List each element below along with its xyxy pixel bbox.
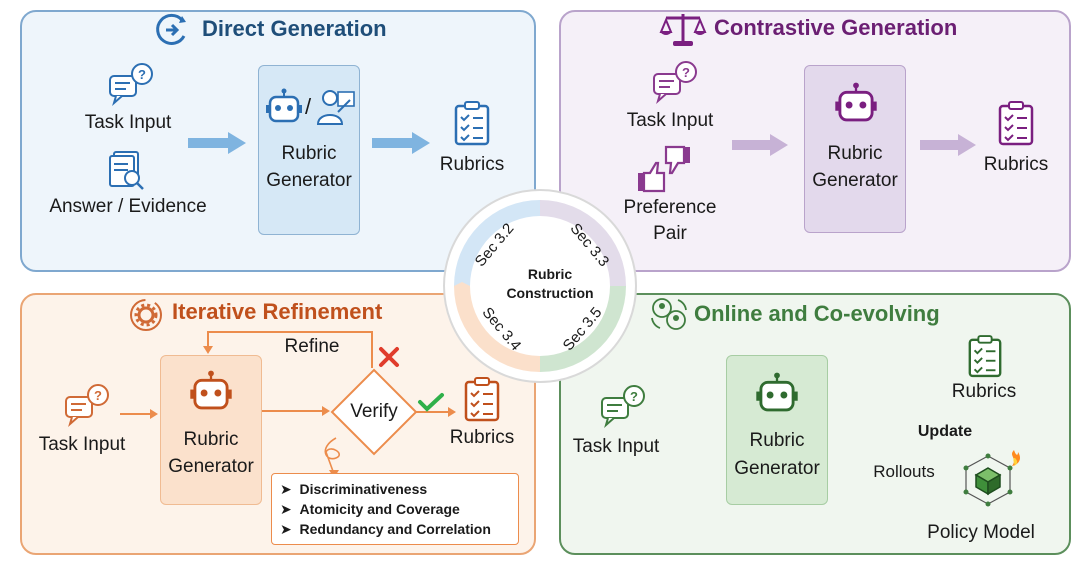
direct-task-input-label: Task Input [84,112,172,133]
policy-model-cube-icon [963,450,1020,507]
slash-separator: / [304,94,312,119]
arrow-right-icon [920,134,976,156]
arrow-right-icon [372,132,430,154]
online-coevolving-title: Online and Co-evolving [694,301,940,326]
thumbs-up-down-icon [638,145,690,193]
online-rubrics-label: Rubrics [951,381,1017,402]
question-chat-icon: ? [109,63,153,106]
clipboard-checklist-icon [464,377,500,422]
contrastive-generator-label-2: Generator [812,170,898,191]
iterative-generator-label-2: Generator [168,456,254,477]
clipboard-checklist-icon [968,335,1002,378]
iterative-rubrics-label: Rubrics [449,427,515,448]
criteria-item: ➤ Redundancy and Correlation [280,521,491,537]
verify-label: Verify [350,401,398,422]
svg-text:?: ? [138,67,146,82]
people-cycle-icon [651,298,687,330]
criteria-item: ➤ Discriminativeness [280,481,428,497]
rubric-construction-ring: Sec 3.2 Sec 3.3 Sec 3.4 Sec 3.5 Rubric C… [443,189,637,383]
update-label: Update [917,423,973,440]
arrow-right-icon [188,132,246,154]
criteria-item: ➤ Atomicity and Coverage [280,501,460,517]
balance-scale-icon [659,14,707,46]
center-title-line1: Rubric [528,266,573,282]
robot-icon [756,372,798,412]
question-chat-icon: ? [601,385,645,428]
policy-model-label: Policy Model [927,522,1035,543]
cycle-arrow-icon [156,13,186,45]
robot-icon [835,82,877,122]
question-chat-icon: ? [653,61,697,104]
direct-generator-label-1: Rubric [281,143,337,164]
iterative-refinement-title: Iterative Refinement [172,299,383,324]
iterative-task-input-label: Task Input [38,434,126,455]
refine-label: Refine [284,336,340,357]
svg-text:?: ? [630,389,638,404]
answer-evidence-label: Answer / Evidence [49,196,207,217]
robot-icon [190,370,232,410]
contrastive-generation-title: Contrastive Generation [714,15,958,40]
clipboard-checklist-icon [454,101,490,146]
direct-generator-label-2: Generator [266,170,352,191]
gear-cycle-icon [130,299,162,331]
teacher-icon [316,90,355,125]
iterative-generator-label-1: Rubric [183,429,239,450]
direct-generation-title: Direct Generation [202,16,387,41]
clipboard-checklist-icon [998,101,1034,146]
preference-label-2: Pair [653,223,687,244]
direct-rubrics-label: Rubrics [439,154,505,175]
robot-icon [266,88,302,123]
svg-text:?: ? [94,388,102,403]
online-generator-label-1: Rubric [749,430,805,451]
green-check-icon [418,393,444,412]
contrastive-generator-label-1: Rubric [827,143,883,164]
red-cross-icon [379,347,399,367]
arrow-right-icon [732,134,788,156]
verify-diamond [330,368,418,456]
document-evidence-icon [109,151,144,190]
preference-label-1: Preference [623,197,717,218]
online-task-input-label: Task Input [572,436,660,457]
center-title-line2: Construction [506,285,593,301]
contrastive-rubrics-label: Rubrics [983,154,1049,175]
svg-text:?: ? [682,65,690,80]
online-generator-label-2: Generator [734,458,820,479]
contrastive-task-input-label: Task Input [626,110,714,131]
criteria-list-box: ➤ Discriminativeness ➤ Atomicity and Cov… [271,473,519,545]
question-chat-icon: ? [65,384,109,427]
rollouts-label: Rollouts [873,462,935,481]
